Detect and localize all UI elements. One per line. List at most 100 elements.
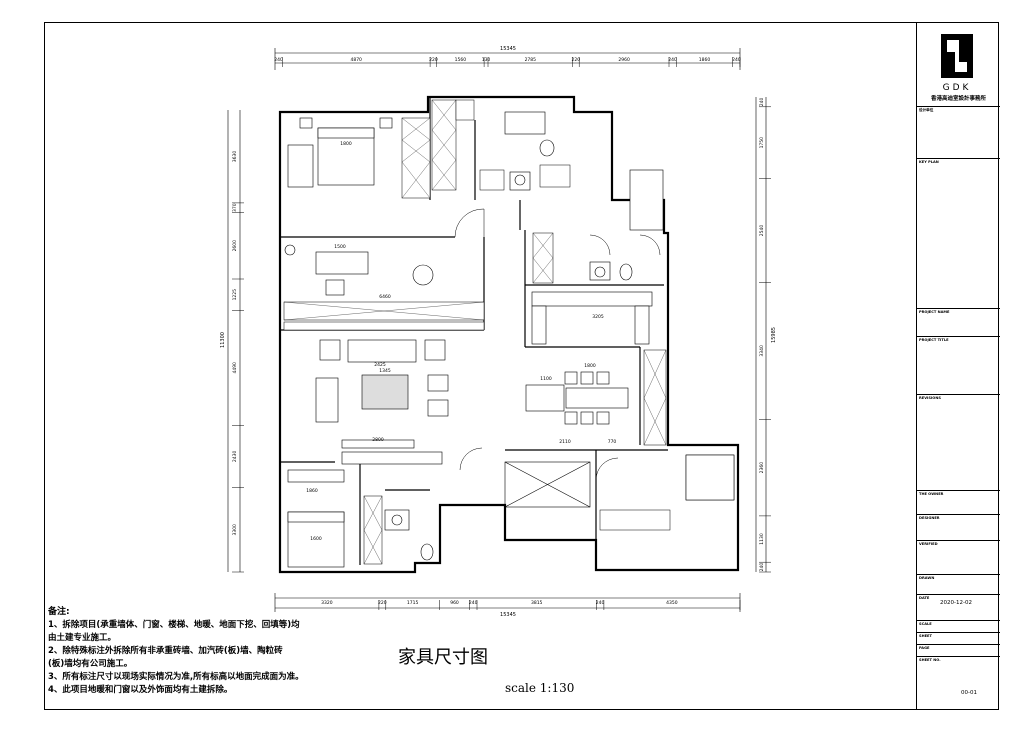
tb-designer: DESIGNER	[917, 514, 1000, 540]
right-segment-dim-0: 240	[759, 97, 765, 106]
tb-drawn-label: DRAWN	[919, 576, 935, 580]
tb-design-unit: 设计单位	[917, 106, 1000, 158]
left-segment-dim-5: 2430	[232, 451, 238, 463]
left-segment-dim-0: 3630	[232, 151, 238, 163]
tb-revisions-label: REVISIONS	[919, 396, 941, 400]
tb-owner: THE OWNER	[917, 490, 1000, 514]
note-line: 1、拆除项目(承重墙体、门窗、楼梯、地暖、地面下挖、回填等)均	[48, 620, 300, 630]
top-segment-dim-9: 1860	[699, 57, 711, 63]
title-block: GDK 香港高迪室設計事務所 设计单位 KEY PLAN PROJECT NAM…	[916, 22, 1000, 710]
bottom-segment-dim-5: 3815	[531, 600, 543, 606]
top-segment-dim-7: 2960	[618, 57, 630, 63]
exterior-walls	[278, 95, 740, 574]
dining-furniture	[525, 371, 629, 425]
bedroom-beds	[287, 454, 735, 568]
bottom-segment-dim-6: 240	[596, 600, 605, 606]
master-bed-dim: 1800	[340, 141, 352, 147]
svg-text:GDK: GDK	[943, 83, 972, 93]
bottom-segment-dim-1: 220	[378, 600, 387, 606]
left-segment-dim-6: 3300	[232, 524, 238, 536]
right-total-dim: 15985	[771, 327, 777, 343]
top-segment-dim-6: 220	[572, 57, 581, 63]
tb-verified-label: VERIFIED	[919, 542, 938, 546]
drawing-date: 2020-12-02	[940, 600, 972, 606]
stair-well	[504, 461, 591, 508]
tb-verified: VERIFIED	[917, 540, 1000, 574]
left-total-dim: 11300	[220, 332, 226, 348]
tb-date-label: DATE	[919, 596, 930, 600]
firm-name: 香港高迪室設計事務所	[930, 96, 986, 102]
coffee-table-dim: 1345	[379, 368, 391, 374]
left-segment-dim-2: 2600	[232, 240, 238, 252]
top-segment-dim-1: 4870	[350, 57, 362, 63]
study-desk	[284, 244, 434, 296]
kitchen-counter	[531, 169, 664, 345]
tb-scale-label: SCALE	[919, 622, 932, 626]
master-bed	[287, 117, 393, 188]
bottom-segment-dim-3: 960	[450, 600, 459, 606]
sofa-dim: 2425	[374, 362, 386, 368]
study-desk-dim: 1500	[334, 244, 346, 250]
dining-wall-dim: 2110	[559, 439, 571, 445]
firm-logo: GDK	[941, 34, 973, 93]
tb-project-name-label: PROJECT NAME	[919, 310, 950, 314]
right-segment-dim-2: 2540	[759, 225, 765, 237]
dining-wall-dim-2: 770	[608, 439, 617, 445]
left-segment-dim-1: 370	[232, 203, 238, 212]
tb-key-plan-label: KEY PLAN	[919, 160, 939, 164]
top-segment-dim-10: 240	[732, 57, 741, 63]
top-segment-dim-8: 240	[668, 57, 677, 63]
tb-revisions: REVISIONS	[917, 394, 1000, 490]
tb-project-title: PROJECT TITLE	[917, 336, 1000, 394]
bottom-total-dim: 15345	[500, 612, 516, 618]
top-segment-dim-2: 220	[429, 57, 438, 63]
kitchen-dim: 3205	[592, 314, 604, 320]
left-dimension-lines	[227, 110, 241, 572]
bathroom-fixtures	[384, 111, 633, 561]
note-line: (板)墙均有公司施工。	[48, 659, 133, 669]
sheet-number: 00-01	[961, 690, 977, 696]
tb-sheet-no-label: SHEET NO.	[919, 658, 941, 662]
left-segment-dim-4: 4490	[232, 362, 238, 374]
tb-key-plan: KEY PLAN	[917, 158, 1000, 308]
right-segment-dim-5: 1130	[759, 533, 765, 545]
right-segment-dim-1: 1750	[759, 137, 765, 149]
bedroom-bed-dim: 1600	[310, 536, 322, 542]
tv-cabinet-dim: 2800	[372, 437, 384, 443]
note-line: 由土建专业施工。	[48, 633, 117, 643]
tb-date: DATE	[917, 594, 1000, 620]
right-segment-dim-3: 3340	[759, 345, 765, 357]
notes-block: 备注: 1、拆除项目(承重墙体、门窗、楼梯、地暖、地面下挖、回填等)均 由土建专…	[48, 606, 338, 697]
bedroom-desk-dim: 1860	[306, 488, 318, 494]
cabinet-hatch	[283, 99, 667, 565]
tb-page: PAGE	[917, 644, 1000, 656]
right-dimension-lines	[755, 97, 767, 572]
tb-design-unit-label: 设计单位	[919, 108, 934, 112]
tb-designer-label: DESIGNER	[919, 516, 940, 520]
note-line: 2、除特殊标注外拆除所有非承重砖墙、加汽砖(板)墙、陶粒砖	[48, 646, 283, 656]
bottom-segment-dim-4: 240	[469, 600, 478, 606]
tb-sheet: SHEET	[917, 632, 1000, 644]
sideboard-dim: 1100	[540, 376, 552, 382]
top-segment-dim-0: 240	[274, 57, 283, 63]
bottom-segment-dim-2: 1715	[407, 600, 419, 606]
notes-heading: 备注:	[48, 607, 70, 617]
dining-table-dim: 1800	[584, 363, 596, 369]
tb-drawn: DRAWN	[917, 574, 1000, 594]
door-swings	[454, 208, 661, 481]
top-segment-dim-3: 1560	[455, 57, 467, 63]
tb-sheet-no: SHEET NO.	[917, 656, 1000, 710]
tb-scale: SCALE	[917, 620, 1000, 632]
note-line: 3、所有标注尺寸以现场实际情况为准,所有标高以地面完成面为准。	[48, 672, 304, 682]
tb-project-title-label: PROJECT TITLE	[919, 338, 949, 342]
right-segment-dim-4: 2360	[759, 462, 765, 474]
tb-sheet-label: SHEET	[919, 634, 932, 638]
drawing-title: 家具尺寸图	[398, 647, 488, 668]
top-segment-dim-4: 130	[482, 57, 491, 63]
study-cabinet-dim: 6460	[379, 294, 391, 300]
tb-project-name: PROJECT NAME	[917, 308, 1000, 336]
tb-page-label: PAGE	[919, 646, 930, 650]
tb-owner-label: THE OWNER	[919, 492, 944, 496]
drawing-scale: scale 1:130	[505, 681, 575, 695]
